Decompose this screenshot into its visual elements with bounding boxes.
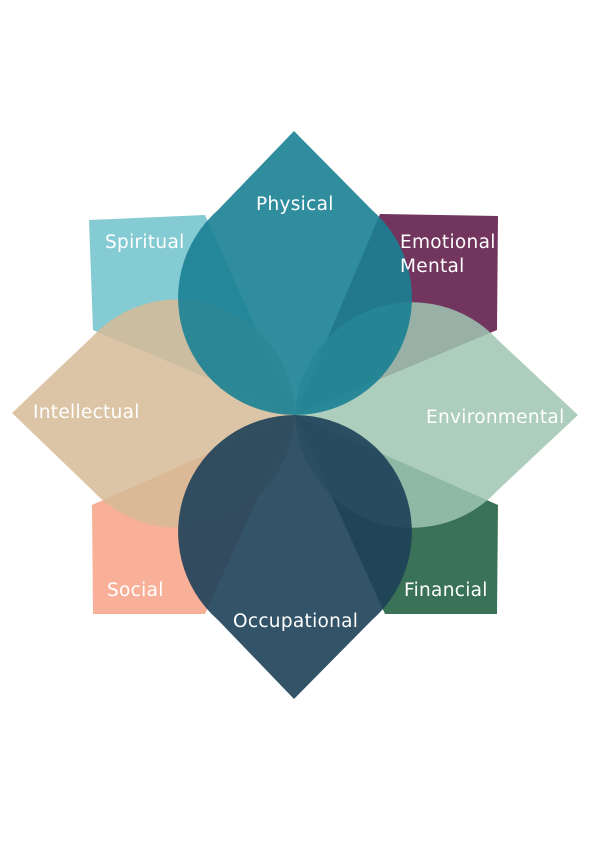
- label-emotional-mental: Emotional Mental: [400, 232, 502, 277]
- label-financial: Financial: [404, 580, 488, 601]
- label-intellectual: Intellectual: [33, 402, 140, 423]
- label-social: Social: [107, 580, 164, 601]
- label-physical: Physical: [256, 194, 334, 215]
- petal-physical: [178, 131, 412, 415]
- label-environmental: Environmental: [426, 407, 565, 428]
- petal-occupational: [178, 415, 412, 699]
- label-occupational: Occupational: [233, 611, 358, 632]
- label-spiritual: Spiritual: [105, 232, 185, 253]
